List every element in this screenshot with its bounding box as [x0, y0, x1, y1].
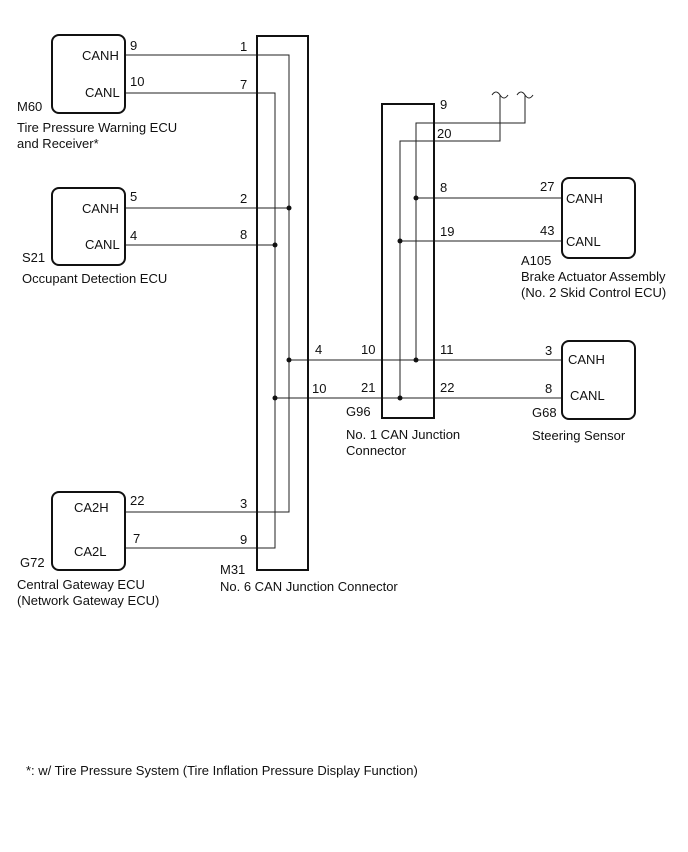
g72-pin-num-top: 22 [130, 493, 144, 508]
m31-connector-box [256, 35, 309, 571]
m60-pin-canh: CANH [82, 48, 119, 63]
junction-dot [272, 395, 278, 401]
m31-pin-8: 8 [240, 227, 247, 242]
s21-ecu-box [51, 187, 126, 266]
wire-canl-bus-m31 [125, 92, 276, 549]
g72-code: G72 [20, 555, 45, 570]
g96-pin-8: 8 [440, 180, 447, 195]
g68-pin-canh: CANH [568, 352, 605, 367]
m60-name-line1: Tire Pressure Warning ECU [17, 120, 177, 135]
g96-pin-22: 22 [440, 380, 454, 395]
g72-ecu-box [51, 491, 126, 571]
g96-name-line1: No. 1 CAN Junction [346, 427, 460, 442]
junction-dots [272, 195, 419, 401]
m60-ecu-box [51, 34, 126, 114]
g96-pin-10: 10 [361, 342, 375, 357]
g72-pin-ca2h: CA2H [74, 500, 109, 515]
m31-pin-7: 7 [240, 77, 247, 92]
g96-pin-11: 11 [440, 342, 454, 357]
junction-dot [413, 195, 419, 201]
junction-dot [286, 357, 292, 363]
footnote: *: w/ Tire Pressure System (Tire Inflati… [26, 763, 418, 778]
g96-pin-9: 9 [440, 97, 447, 112]
junction-dot [413, 357, 419, 363]
g72-pin-num-bottom: 7 [133, 531, 140, 546]
s21-code: S21 [22, 250, 45, 265]
g96-pin-20: 20 [437, 126, 451, 141]
junction-dot [286, 205, 292, 211]
m31-pin-9: 9 [240, 532, 247, 547]
a105-ecu-box [561, 177, 636, 259]
m60-pin-canl: CANL [85, 85, 120, 100]
a105-pin-canh: CANH [566, 191, 603, 206]
junction-dot [397, 238, 403, 244]
g72-name-line2: (Network Gateway ECU) [17, 593, 159, 608]
g68-code: G68 [532, 405, 557, 420]
m31-pin-2: 2 [240, 191, 247, 206]
m31-code: M31 [220, 562, 245, 577]
g68-name: Steering Sensor [532, 428, 626, 443]
g96-name-line2: Connector [346, 443, 407, 458]
g68-ecu-box [561, 340, 636, 420]
a105-name-line2: (No. 2 Skid Control ECU) [521, 285, 666, 300]
g68-pin-num-bottom: 8 [545, 381, 552, 396]
s21-name: Occupant Detection ECU [22, 271, 167, 286]
m31-pin-10: 10 [312, 381, 326, 396]
wire-break-symbol-1 [491, 91, 509, 99]
m60-code: M60 [17, 99, 42, 114]
m60-pin-num-top: 9 [130, 38, 137, 53]
g72-pin-ca2l: CA2L [74, 544, 107, 559]
wire-canh-bus-m31 [125, 54, 290, 513]
a105-pin-num-top: 27 [540, 179, 554, 194]
s21-pin-canh: CANH [82, 201, 119, 216]
a105-pin-canl: CANL [566, 234, 601, 249]
g68-pin-num-top: 3 [545, 343, 552, 358]
a105-name-line1: Brake Actuator Assembly [521, 269, 666, 284]
m31-name: No. 6 CAN Junction Connector [220, 579, 398, 594]
g96-code: G96 [346, 404, 371, 419]
wire-break-symbol-2 [516, 91, 534, 99]
g96-pin-21: 21 [361, 380, 375, 395]
g72-name-line1: Central Gateway ECU [17, 577, 145, 592]
m60-name-line2: and Receiver* [17, 136, 99, 151]
s21-pin-canl: CANL [85, 237, 120, 252]
g68-pin-canl: CANL [570, 388, 605, 403]
g96-connector-box [381, 103, 435, 419]
a105-code: A105 [521, 253, 551, 268]
junction-dot [397, 395, 403, 401]
m31-pin-3: 3 [240, 496, 247, 511]
m31-pin-1: 1 [240, 39, 247, 54]
wire-g96-canh-bus [415, 95, 526, 360]
s21-pin-num-bottom: 4 [130, 228, 137, 243]
wire-g96-canl-bus [399, 95, 501, 398]
s21-pin-num-top: 5 [130, 189, 137, 204]
junction-dot [272, 242, 278, 248]
g96-pin-19: 19 [440, 224, 454, 239]
m60-pin-num-bottom: 10 [130, 74, 144, 89]
a105-pin-num-bottom: 43 [540, 223, 554, 238]
wires [104, 54, 562, 549]
m31-pin-4: 4 [315, 342, 322, 357]
